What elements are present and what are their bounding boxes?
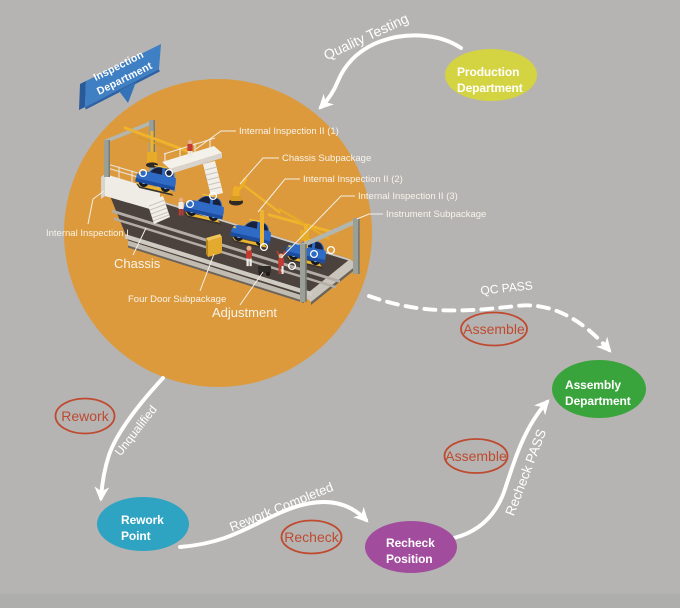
svg-text:Department: Department [457, 81, 523, 95]
svg-text:Instrument Subpackage: Instrument Subpackage [386, 209, 486, 220]
svg-text:Chassis Subpackage: Chassis Subpackage [282, 153, 371, 164]
svg-text:Assemble: Assemble [445, 448, 507, 464]
svg-text:Internal Inspection II (1): Internal Inspection II (1) [239, 126, 339, 137]
svg-text:Rework: Rework [61, 408, 109, 424]
svg-text:Rework: Rework [121, 513, 164, 527]
svg-text:Assemble: Assemble [463, 321, 525, 337]
svg-text:Chassis: Chassis [114, 256, 161, 271]
svg-text:Four Door Subpackage: Four Door Subpackage [128, 294, 226, 305]
svg-text:Production: Production [457, 65, 519, 79]
svg-text:Internal Inspection II (3): Internal Inspection II (3) [358, 191, 458, 202]
svg-text:QC PASS: QC PASS [480, 278, 534, 297]
svg-text:Internal Inspection I: Internal Inspection I [46, 228, 129, 239]
svg-text:Assembly: Assembly [565, 378, 621, 392]
svg-text:Position: Position [386, 552, 433, 566]
svg-text:Point: Point [121, 529, 151, 543]
svg-text:Recheck: Recheck [284, 529, 339, 545]
svg-text:Department: Department [565, 394, 631, 408]
svg-text:Recheck: Recheck [386, 536, 435, 550]
svg-text:Adjustment: Adjustment [212, 305, 277, 320]
svg-text:Rework Completed: Rework Completed [227, 479, 335, 534]
svg-text:Internal Inspection II (2): Internal Inspection II (2) [303, 174, 403, 185]
